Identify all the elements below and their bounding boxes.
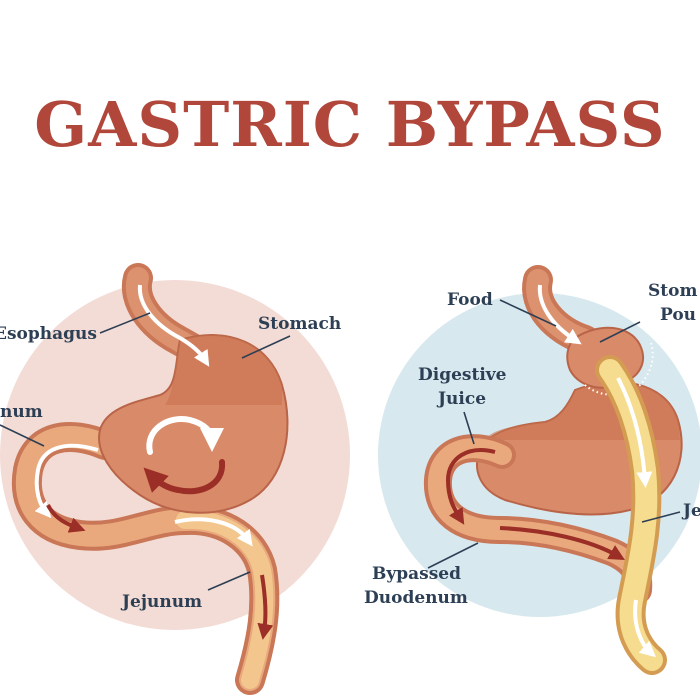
stomach-pouch-label-1: Stom bbox=[648, 281, 697, 301]
bypassed-label-1: Bypassed bbox=[372, 564, 461, 584]
stomach-pouch-label-2: Pou bbox=[660, 305, 696, 325]
bypassed-label-2: Duodenum bbox=[364, 588, 468, 608]
digestive-juice-label-1: Digestive bbox=[418, 365, 507, 385]
jejunum-label: Jejunum bbox=[120, 592, 202, 612]
normal-anatomy-panel: Esophagus Stomach num Jejunum bbox=[0, 278, 350, 680]
digestive-juice-label-2: Juice bbox=[436, 389, 486, 409]
esophagus-label: Esophagus bbox=[0, 324, 97, 344]
bypass-anatomy-panel: Food Stom Pou Digestive Juice Je Bypasse… bbox=[364, 280, 700, 660]
roux-jejunum-label: Je bbox=[681, 501, 700, 521]
stomach-label: Stomach bbox=[258, 314, 341, 334]
food-label: Food bbox=[447, 290, 493, 310]
duodenum-label: num bbox=[0, 402, 43, 422]
